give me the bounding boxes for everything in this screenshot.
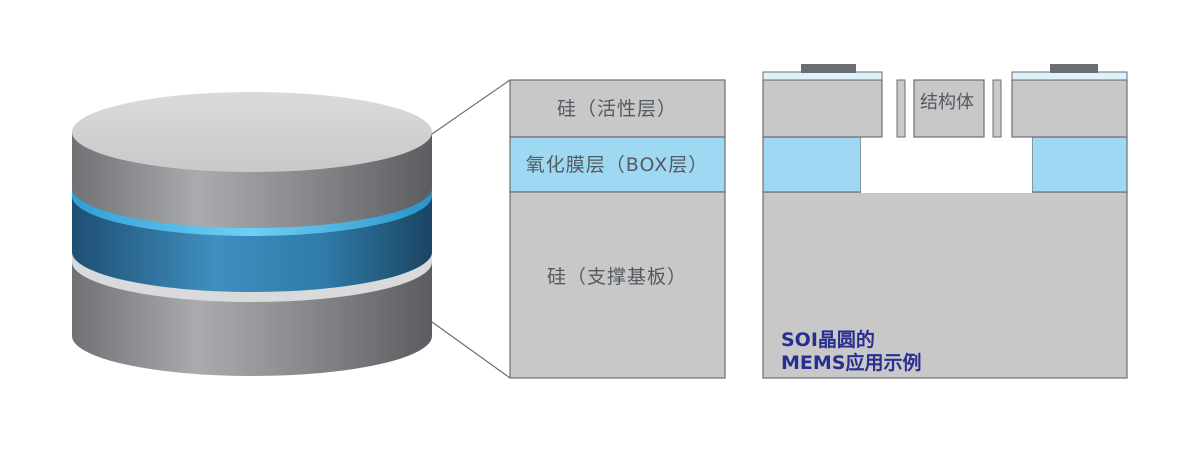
label-structure: 结构体: [920, 92, 974, 113]
wafer-cylinder: [72, 92, 432, 376]
wafer-top-face: [72, 92, 432, 172]
mems-finger-2: [992, 79, 1002, 138]
zoom-line-bottom: [431, 321, 511, 379]
mems-anchor-left: [762, 79, 883, 138]
mems-finger-1: [896, 79, 906, 138]
mems-substrate: [762, 191, 1128, 379]
mems-film-right: [1011, 71, 1128, 81]
mems-electrode-left: [801, 64, 856, 73]
layer-stack: 硅（活性层） 氧化膜层（BOX层） 硅（支撑基板）: [509, 79, 726, 379]
stack-silicon-support: [509, 191, 726, 379]
zoom-line-top: [431, 79, 511, 135]
wafer-oxide-edge: [72, 186, 432, 236]
caption-line-1: SOI晶圆的: [781, 328, 875, 351]
mems-film-left: [762, 71, 883, 81]
mems-electrode-right: [1050, 64, 1098, 73]
mems-structure: [913, 79, 985, 138]
mems-anchor-right: [1011, 79, 1128, 138]
wafer-separator-ring: [72, 250, 432, 302]
label-silicon-support: 硅（支撑基板）: [547, 266, 687, 288]
mems-oxide-left: [762, 136, 862, 193]
stack-oxide-box: [509, 136, 726, 193]
stack-silicon-active: [509, 79, 726, 138]
mems-cavity: [861, 137, 1032, 193]
caption-line-2: MEMS应用示例: [781, 351, 921, 374]
label-oxide-box: 氧化膜层（BOX层）: [526, 154, 708, 176]
label-silicon-active: 硅（活性层）: [557, 98, 677, 120]
mems-example: 结构体 SOI晶圆的 MEMS应用示例: [762, 64, 1128, 379]
mems-oxide-right: [1031, 136, 1128, 193]
